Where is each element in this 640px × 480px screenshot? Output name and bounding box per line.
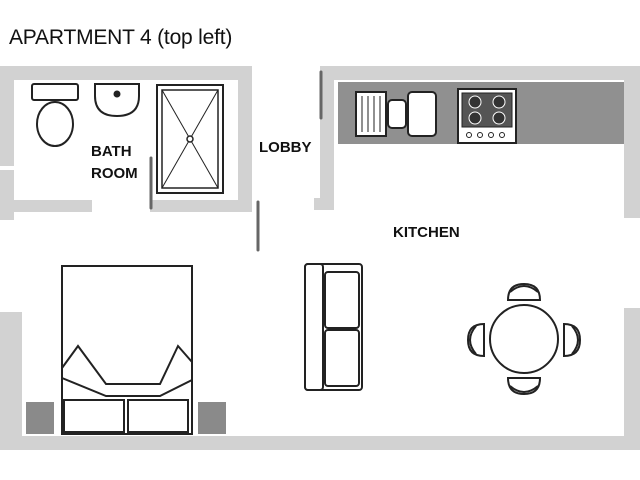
lobby-right-wall <box>320 66 334 210</box>
toilet-tank <box>31 83 79 101</box>
stove <box>457 88 517 144</box>
bath-bottom-wall-left <box>14 200 92 212</box>
sink-drainer <box>355 91 387 137</box>
sink-basin <box>94 83 140 118</box>
sink-bowl-small <box>387 99 407 129</box>
right-wall-upper <box>624 66 640 218</box>
chair-bottom-back <box>509 385 539 393</box>
shower <box>156 84 224 194</box>
lobby-label: LOBBY <box>259 139 312 156</box>
page-title: APARTMENT 4 (top left) <box>9 26 233 49</box>
bath-bottom-wall-right <box>150 200 252 212</box>
bed <box>61 265 193 435</box>
chair-top-back <box>509 285 539 293</box>
bottom-wall <box>0 436 640 450</box>
sofa-cushion-top <box>324 271 360 329</box>
lobby-bottom-stub <box>314 198 334 210</box>
nightstand-right <box>198 402 226 434</box>
bath-room-label-line1: BATH <box>91 143 132 160</box>
sink <box>94 83 140 118</box>
bath-top-wall <box>0 66 240 80</box>
pillow-right <box>127 399 189 433</box>
shower-drain <box>186 135 194 143</box>
walls <box>0 66 640 450</box>
sofa-cushion-bottom <box>324 329 360 387</box>
chair-left-back <box>469 325 477 355</box>
sink-tap <box>113 90 121 98</box>
bath-right-wall <box>238 66 252 210</box>
stove-knobs <box>466 132 505 138</box>
bed-blanket-fold <box>61 344 193 385</box>
toilet <box>31 83 79 147</box>
kitchen-label: KITCHEN <box>393 224 460 241</box>
drainer-ribs <box>361 96 381 132</box>
sofa-back <box>304 263 324 391</box>
doors <box>149 70 323 252</box>
bath-room-label-line2: ROOM <box>91 165 138 182</box>
left-wall-mid <box>0 170 14 220</box>
right-wall-lower <box>624 308 640 450</box>
nightstand-left <box>26 402 54 434</box>
pillow-left <box>63 399 125 433</box>
sink-bowl-large <box>407 91 437 137</box>
stove-burners <box>468 95 506 125</box>
toilet-bowl <box>36 101 74 147</box>
sofa <box>304 263 363 391</box>
dining-table <box>489 304 559 374</box>
left-wall-lower <box>0 312 22 448</box>
chair-right-back <box>571 325 579 355</box>
stove-top <box>461 92 513 128</box>
kitchen-top-wall <box>320 66 640 80</box>
bed-blanket-edge <box>61 377 193 397</box>
bath-left-wall <box>0 66 14 166</box>
dining-set <box>466 282 582 396</box>
kitchen-sink <box>355 91 437 137</box>
